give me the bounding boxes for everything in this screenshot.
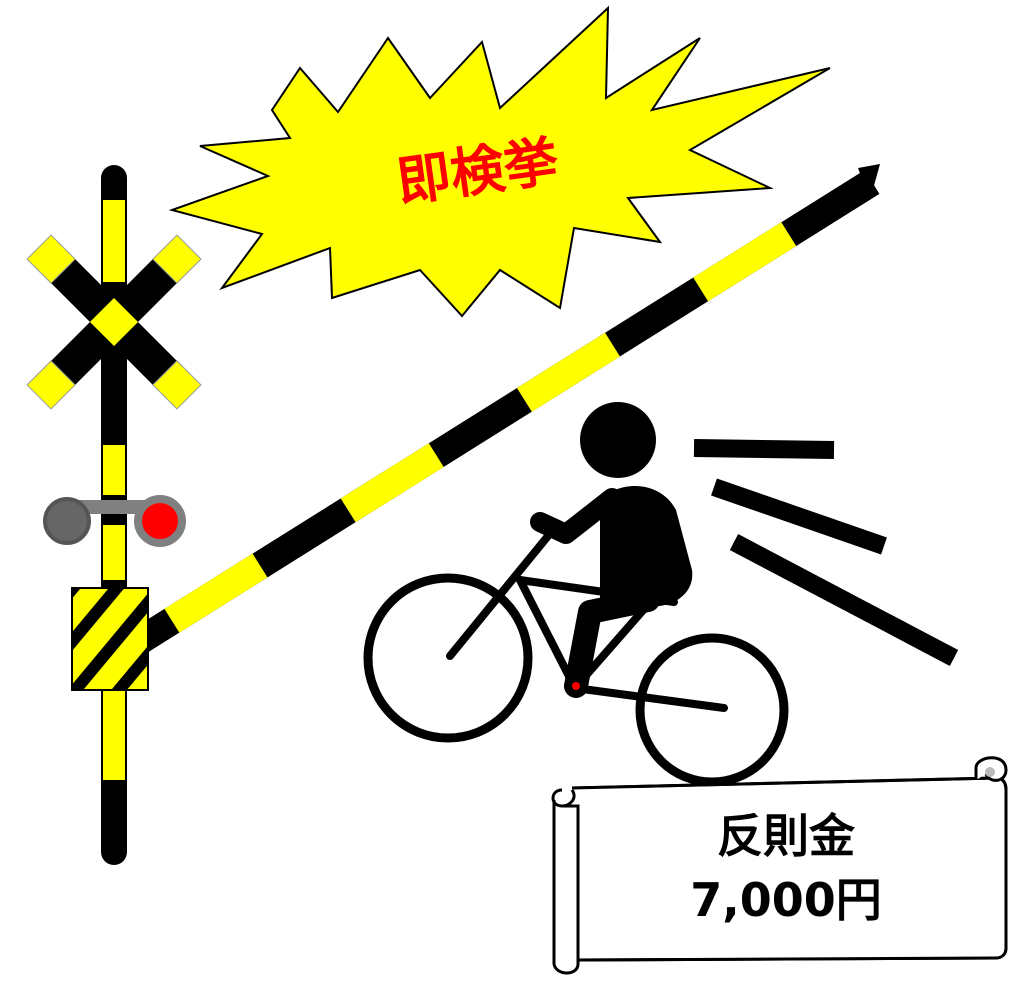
fine-amount: 7,000円 <box>690 873 882 927</box>
lamp-left-off <box>43 497 91 545</box>
speed-lines-icon <box>693 439 959 666</box>
alert-starburst: 即検挙 <box>168 5 831 318</box>
starburst-shape <box>168 5 831 318</box>
fine-label: 反則金 <box>717 809 856 863</box>
crossing-pole <box>101 165 127 865</box>
crossbuck-sign-icon <box>26 234 202 410</box>
barrier-arm <box>130 164 880 654</box>
warning-lamps <box>43 495 186 547</box>
rear-wheel <box>363 573 533 743</box>
cyclist-icon <box>363 402 789 787</box>
rider-head <box>580 402 656 478</box>
lamp-right-on <box>134 495 186 547</box>
front-wheel <box>635 633 789 787</box>
barrier-box <box>71 587 149 691</box>
fine-scroll: 反則金 7,000円 <box>551 756 1008 975</box>
